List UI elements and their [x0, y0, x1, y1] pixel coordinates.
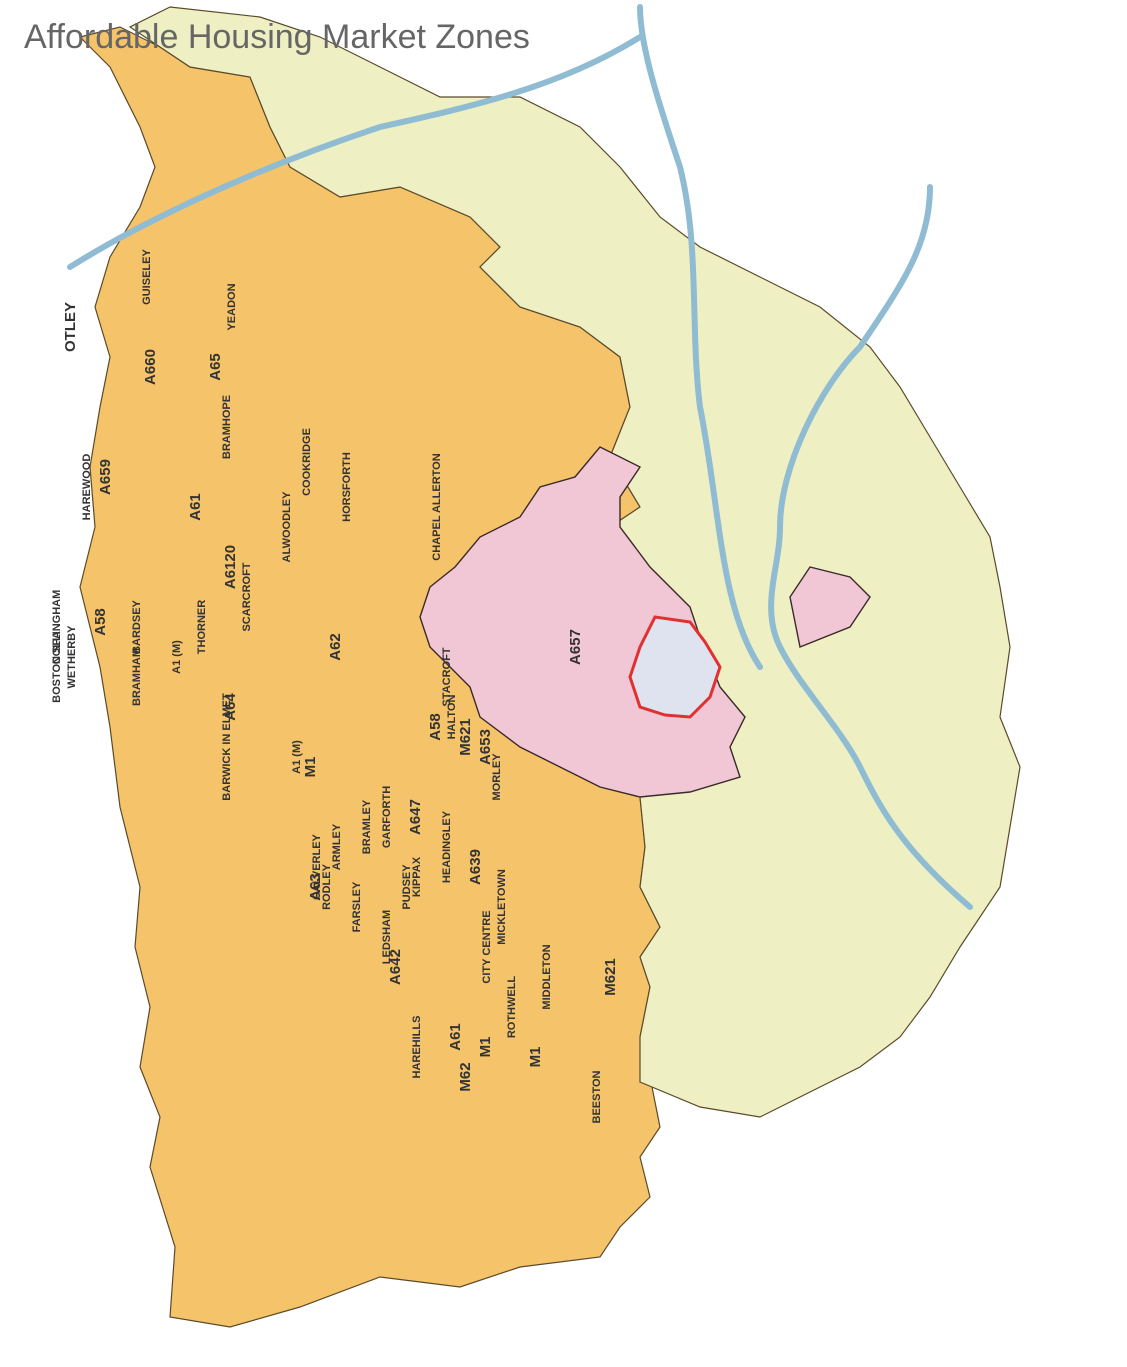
city-centre-zone-area — [628, 615, 722, 719]
place-label: A639 — [467, 849, 484, 885]
place-label: A659 — [97, 459, 114, 495]
place-label: M62 — [457, 1062, 474, 1091]
place-label: COLLINGHAM — [51, 590, 63, 665]
place-label: HAREWOOD — [81, 454, 93, 521]
place-label: OTLEY — [62, 302, 79, 352]
place-label: M1 — [477, 1037, 494, 1058]
place-label: GARFORTH — [381, 786, 393, 848]
place-label: HEADINGLEY — [441, 810, 453, 883]
place-label: A64 — [222, 693, 239, 721]
place-label: M1 — [302, 757, 319, 778]
place-label: PUDSEY — [401, 864, 413, 910]
place-label: A58 — [427, 713, 444, 741]
place-label: SCARCROFT — [241, 562, 253, 631]
place-label: BRAMHOPE — [221, 395, 233, 459]
place-label: A63 — [307, 873, 324, 901]
place-label: BARDSEY — [131, 599, 143, 653]
place-label: A1 (M) — [171, 640, 183, 674]
place-label: A642 — [387, 949, 404, 985]
place-label: STACROFT — [441, 647, 453, 706]
place-label: A62 — [327, 633, 344, 661]
city-fringe-east-lobe — [789, 566, 871, 648]
motorway-a1m — [67, 34, 643, 270]
place-label: RODLEY — [321, 863, 333, 910]
place-label: MORLEY — [491, 753, 503, 801]
place-label: CHAPEL ALLERTON — [431, 453, 443, 560]
place-label: HALTON — [446, 695, 458, 740]
place-label: A61 — [447, 1023, 464, 1051]
place-label: A647 — [407, 799, 424, 835]
motorway-m62 — [768, 184, 973, 910]
place-label: CALVERLEY — [311, 833, 323, 899]
place-label: A653 — [477, 729, 494, 765]
place-label: A1 (M) — [291, 740, 303, 774]
place-label: A6120 — [222, 545, 239, 589]
place-label: HORSFORTH — [341, 452, 353, 522]
place-label: ARMLEY — [331, 823, 343, 870]
place-label: A61 — [187, 493, 204, 521]
place-label: BEESTON — [591, 1070, 603, 1123]
place-label: ALWOODLEY — [281, 491, 293, 563]
place-label: GUISELEY — [141, 249, 153, 305]
place-label: FARSLEY — [351, 881, 363, 932]
place-label: WETHERBY — [66, 625, 78, 689]
place-label: BRAMHAM — [131, 648, 143, 706]
place-label: BARWICK IN ELMET — [221, 693, 233, 801]
place-label: ROTHWELL — [506, 976, 518, 1039]
place-label: BOSTON SPA — [51, 631, 63, 703]
place-label: A65 — [207, 353, 224, 381]
motorway-m1 — [637, 4, 763, 670]
place-label: MIDDLETON — [541, 944, 553, 1009]
place-label: KIPPAX — [411, 856, 423, 897]
place-label: HAREHILLS — [411, 1016, 423, 1079]
place-label: CITY CENTRE — [481, 910, 493, 983]
place-label: THORNER — [196, 600, 208, 654]
page-title: Affordable Housing Market Zones — [24, 18, 530, 56]
place-label: M1 — [527, 1047, 544, 1068]
place-label: COOKRIDGE — [301, 428, 313, 496]
place-label: MICKLETOWN — [496, 869, 508, 945]
place-label: BRAMLEY — [361, 799, 373, 854]
place-label: LEDSHAM — [381, 910, 393, 964]
place-label: A58 — [92, 608, 109, 636]
place-label: A657 — [567, 629, 584, 665]
place-label: A660 — [142, 349, 159, 385]
place-label: M621 — [457, 718, 474, 756]
place-label: YEADON — [226, 283, 238, 330]
place-label: M621 — [602, 958, 619, 996]
